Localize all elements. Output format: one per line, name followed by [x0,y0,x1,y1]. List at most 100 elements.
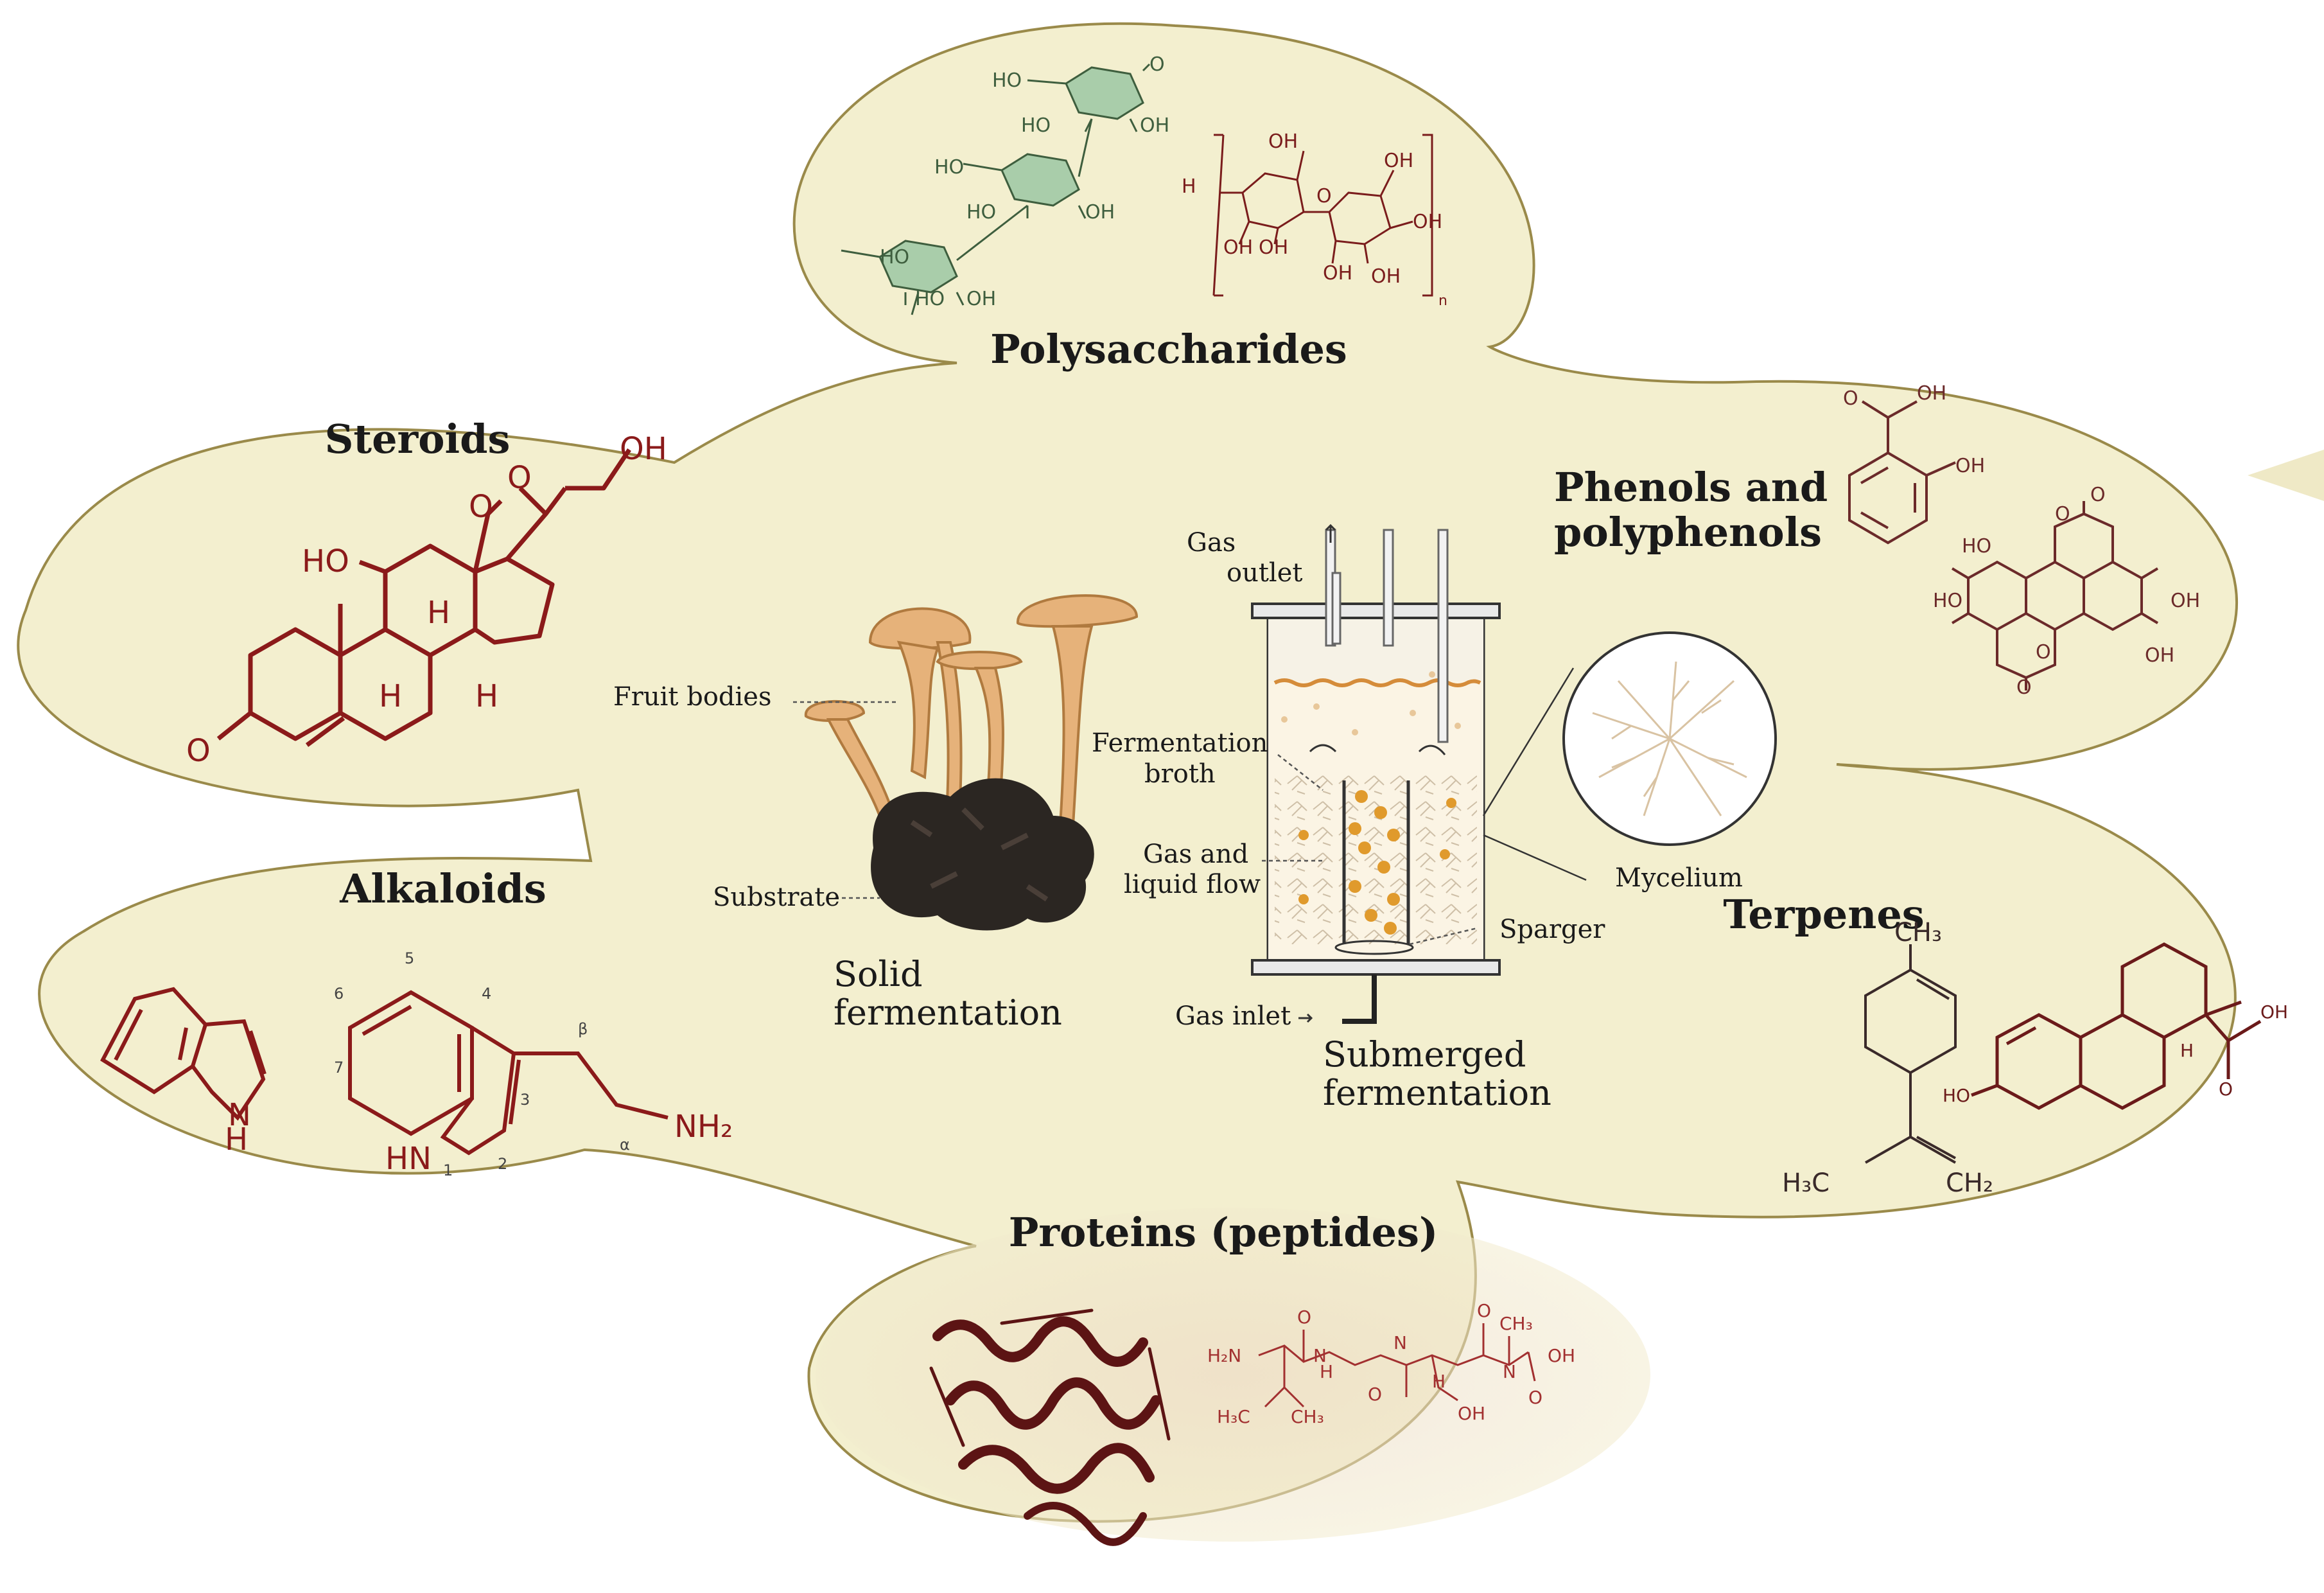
solid-fermentation-title-1: Solid [834,954,923,994]
svg-text:HO: HO [1933,590,1962,612]
submerged-fermentation-title-2: fermentation [1323,1073,1551,1113]
svg-text:O: O [1528,1387,1542,1408]
gas-inlet-arrow-icon [1298,1013,1313,1023]
svg-text:H: H [1182,175,1196,198]
svg-text:O: O [1149,53,1165,76]
svg-text:O: O [186,733,211,769]
svg-text:5: 5 [405,949,414,967]
svg-text:OH: OH [1268,130,1298,153]
label-gas-inlet: Gas inlet [1175,1001,1291,1031]
svg-text:4: 4 [482,985,491,1003]
cloud-shape [17,22,2239,1542]
tryptamine-labels: HN NH₂ 1 2 3 4 5 6 7 α β [334,949,733,1179]
solid-fermentation-title-2: fermentation [834,992,1062,1033]
svg-text:CH₃: CH₃ [1499,1313,1533,1334]
indole-labels: H N [225,1097,251,1157]
svg-text:HN: HN [385,1141,432,1177]
label-sparger: Sparger [1499,915,1605,944]
svg-text:O: O [1316,185,1332,207]
category-alkaloids: Alkaloids [339,865,546,912]
mushroom-illustration [804,594,1139,931]
cellulose-labels: OH H OH OH O OH OH OH OH n [1182,130,1447,309]
category-terpenes: Terpenes [1723,891,1924,938]
svg-text:O: O [2016,676,2032,699]
svg-text:N: N [1394,1332,1407,1353]
submerged-fermentation-title-1: Submerged [1323,1034,1526,1075]
tryptamine-structure [348,990,668,1156]
svg-text:H: H [225,1122,248,1157]
label-gas-outlet-1: Gas [1187,528,1236,558]
svg-text:OH: OH [1085,201,1115,224]
indole-structure [100,987,266,1121]
svg-text:β: β [578,1020,588,1038]
svg-text:HO: HO [302,543,349,579]
svg-text:OH: OH [1140,114,1169,137]
svg-text:OH: OH [1259,236,1288,259]
svg-text:OH: OH [1458,1403,1485,1424]
svg-text:OH: OH [1223,236,1253,259]
label-fruit-bodies: Fruit bodies [613,682,772,712]
svg-text:O: O [2219,1078,2233,1100]
svg-text:OH: OH [2171,590,2200,612]
svg-text:OH: OH [620,431,667,467]
svg-text:1: 1 [443,1161,453,1179]
broth-leader [1277,754,1324,791]
svg-text:HO: HO [915,288,945,310]
label-fermentation-broth-2: broth [1144,759,1216,789]
svg-text:OH: OH [966,288,996,310]
svg-text:OH: OH [2260,1001,2288,1023]
sparger-leader [1409,927,1478,946]
svg-text:H: H [1432,1371,1446,1392]
abietic-acid-structure [1971,942,2262,1110]
svg-text:H: H [475,678,498,714]
svg-text:H: H [2180,1040,2194,1061]
arrow-marker-icon [2248,450,2324,501]
ellagic-acid-structure [1951,501,2159,691]
mycelium-magnifier [1482,631,1777,881]
svg-text:H: H [379,678,402,714]
svg-text:CH₃: CH₃ [1894,918,1942,947]
category-phenols-line1: Phenols and [1554,464,1828,511]
salicylic-labels: O OH OH [1843,382,1985,477]
svg-text:OH: OH [1384,150,1413,172]
svg-text:HO: HO [1021,114,1051,137]
limonene-labels: CH₃ H₃C CH₂ [1782,918,1993,1198]
svg-text:O: O [2036,641,2051,664]
svg-text:O: O [1843,387,1858,410]
svg-text:H₂N: H₂N [1207,1345,1241,1366]
category-polysaccharides: Polysaccharides [990,326,1347,373]
peptide-structure [1258,1323,1536,1408]
svg-text:O: O [1297,1307,1311,1328]
svg-text:O: O [469,489,493,525]
svg-text:H₃C: H₃C [1782,1168,1830,1198]
svg-text:O: O [2090,484,2106,506]
svg-text:HO: HO [934,156,964,179]
svg-text:N: N [228,1097,251,1133]
category-phenols-line2: polyphenols [1554,509,1822,556]
bioreactor-vessel [1251,524,1501,1024]
abietic-labels: HO H O OH [1943,1001,2288,1106]
glucose-chain-structure [841,63,1151,315]
svg-text:N: N [1313,1345,1327,1366]
category-proteins: Proteins (peptides) [1009,1209,1438,1256]
steroid-labels: O HO H H H O O OH [186,431,667,769]
svg-text:6: 6 [334,985,344,1003]
svg-text:N: N [1503,1361,1516,1382]
protein-ribbon-structure [929,1308,1171,1546]
svg-text:NH₂: NH₂ [674,1109,733,1145]
svg-text:HO: HO [1943,1085,1970,1106]
svg-text:n: n [1438,293,1447,309]
svg-text:CH₂: CH₂ [1946,1168,1993,1198]
cellulose-polymer-structure [1212,134,1433,297]
svg-text:7: 7 [334,1059,344,1077]
svg-text:OH: OH [1323,262,1352,285]
label-gas-outlet-2: outlet [1227,558,1302,588]
svg-text:HO: HO [966,201,996,224]
svg-text:OH: OH [2145,644,2174,667]
svg-text:HO: HO [880,246,909,268]
svg-text:O: O [1368,1384,1382,1405]
svg-text:OH: OH [1955,455,1985,477]
svg-text:H₃C: H₃C [1217,1406,1250,1427]
svg-text:O: O [507,460,532,496]
